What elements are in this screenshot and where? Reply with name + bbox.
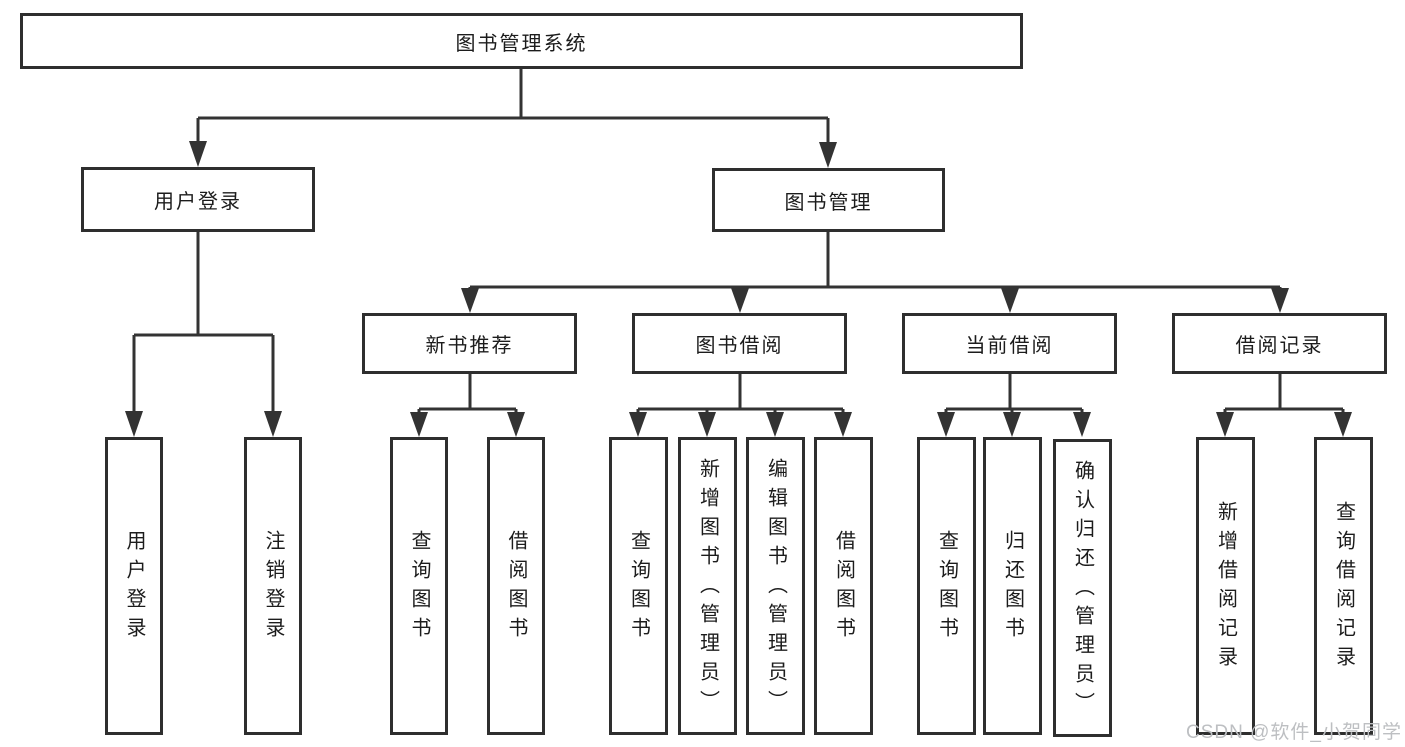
node-label: 图书管理系统 — [455, 32, 588, 55]
node-label: 注销登录 — [262, 530, 284, 646]
leaf-add-borrow-record: 新增借阅记录 — [1196, 437, 1255, 735]
arrowhead-icons — [125, 141, 1352, 437]
node-label: 新增借阅记录 — [1214, 501, 1237, 675]
csdn-watermark: CSDN @软件_小贺同学 — [1186, 722, 1402, 743]
node-label: 借阅图书 — [832, 530, 855, 646]
node-label: 新增图书（管理员） — [696, 457, 719, 719]
node-label: 归还图书 — [1001, 530, 1024, 646]
node-label: 编辑图书（管理员） — [764, 457, 787, 719]
node-label: 查询图书 — [627, 530, 650, 646]
node-label: 确认归还（管理员） — [1071, 459, 1094, 721]
node-label: 借阅图书 — [505, 530, 527, 646]
leaf-logout: 注销登录 — [244, 437, 302, 735]
leaf-return-books: 归还图书 — [983, 437, 1042, 735]
node-user-login: 用户登录 — [81, 167, 315, 232]
node-label: 查询借阅记录 — [1332, 501, 1355, 675]
leaf-add-books-admin: 新增图书（管理员） — [678, 437, 737, 735]
leaf-edit-books-admin: 编辑图书（管理员） — [746, 437, 805, 735]
node-current-borrow: 当前借阅 — [902, 313, 1117, 374]
node-label: 查询图书 — [408, 530, 430, 646]
leaf-query-borrow-record: 查询借阅记录 — [1314, 437, 1373, 735]
node-label: 新书推荐 — [425, 335, 514, 357]
leaf-query-books-borrow: 查询图书 — [609, 437, 668, 735]
node-borrow-records: 借阅记录 — [1172, 313, 1387, 374]
node-label: 当前借阅 — [965, 335, 1054, 357]
node-root-system: 图书管理系统 — [20, 13, 1023, 69]
leaf-borrow-books-recommend: 借阅图书 — [487, 437, 545, 735]
node-label: 用户登录 — [154, 191, 242, 213]
leaf-query-books-current: 查询图书 — [917, 437, 976, 735]
node-label: 图书管理 — [784, 191, 873, 214]
leaf-borrow-books: 借阅图书 — [814, 437, 873, 735]
leaf-user-login: 用户登录 — [105, 437, 163, 735]
node-label: 查询图书 — [935, 530, 958, 646]
node-book-management: 图书管理 — [712, 168, 945, 232]
node-new-book-recommend: 新书推荐 — [362, 313, 577, 374]
node-label: 图书借阅 — [695, 335, 784, 357]
node-book-borrow: 图书借阅 — [632, 313, 847, 374]
leaf-query-books-recommend: 查询图书 — [390, 437, 448, 735]
node-label: 借阅记录 — [1235, 335, 1324, 357]
node-label: 用户登录 — [123, 530, 145, 646]
leaf-confirm-return-admin: 确认归还（管理员） — [1053, 439, 1112, 737]
